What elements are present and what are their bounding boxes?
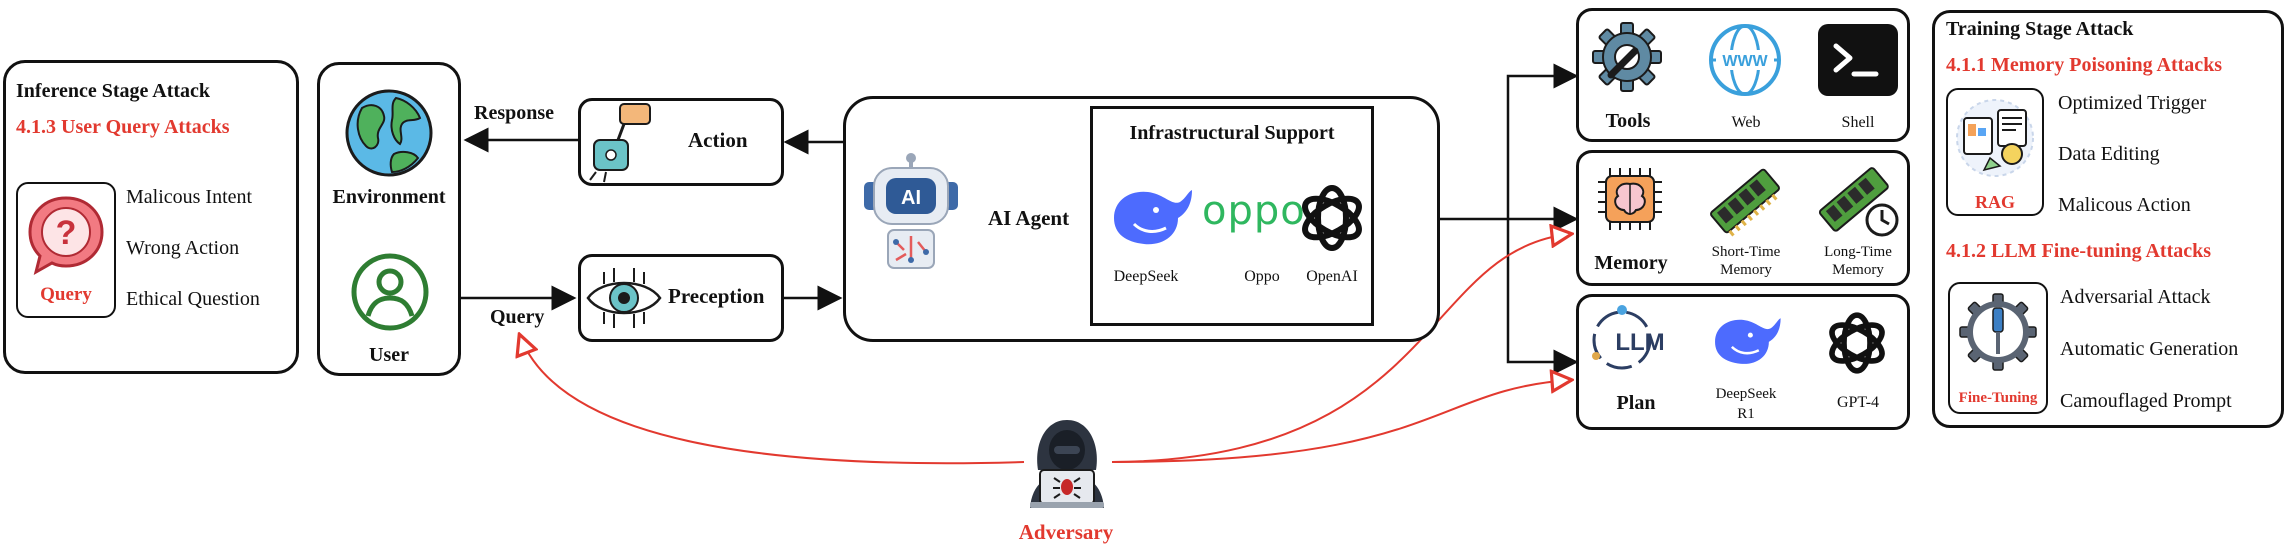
ai-agent-label: AI Agent (988, 206, 1070, 230)
terminal-icon (1818, 24, 1898, 96)
training-title: Training Stage Attack (1946, 18, 2134, 40)
question-bubble-icon: ? (28, 196, 104, 276)
plan-deepseek-label-line1: DeepSeek (1715, 386, 1777, 402)
environment-label: Environment (332, 186, 446, 208)
action-box (578, 98, 784, 186)
earth-icon (345, 89, 433, 177)
gpt4-logo-icon (1829, 312, 1885, 374)
plan-gpt4-label: GPT-4 (1836, 394, 1880, 411)
adversary-label: Adversary (1018, 520, 1114, 544)
tools-label: Tools (1605, 110, 1651, 132)
hacker-icon (1030, 420, 1104, 508)
inference-item-1: Malicous Intent (126, 186, 253, 208)
svg-text:?: ? (56, 214, 77, 252)
robot-hand-icon (589, 103, 651, 183)
arrow-to-plan (1506, 219, 1579, 375)
brain-chip-icon (1598, 168, 1662, 230)
memory-long-label-line1: Long-Time (1824, 244, 1892, 260)
deepseek-whale-icon (1114, 190, 1192, 245)
infrastructure-title: Infrastructural Support (1129, 122, 1335, 144)
infra-logo-openai: OpenAI (1306, 268, 1358, 285)
attack-arc-to-query (520, 336, 1025, 465)
response-label: Response (474, 102, 555, 124)
www-text: WWW (1722, 53, 1768, 70)
gear-screwdriver-icon (1959, 293, 2037, 371)
rag-docs-icon (1956, 99, 2034, 177)
memory-label: Memory (1594, 252, 1668, 274)
infra-logo-deepseek: DeepSeek (1113, 268, 1179, 285)
tools-web-label: Web (1731, 114, 1761, 131)
openai-logo-icon (1302, 185, 1362, 251)
training-sec2-item-1: Adversarial Attack (2060, 286, 2211, 308)
rag-label: RAG (1975, 192, 2015, 212)
plan-label: Plan (1616, 392, 1656, 414)
training-sec1-title: 4.1.1 Memory Poisoning Attacks (1946, 54, 2223, 76)
ram-clock-icon (1818, 167, 1899, 237)
training-sec1-item-1: Optimized Trigger (2058, 92, 2207, 114)
inference-item-2: Wrong Action (126, 237, 240, 259)
ai-robot-icon: AI (864, 153, 958, 269)
fine-tuning-label: Fine-Tuning (1958, 390, 2038, 406)
user-label: User (369, 344, 409, 366)
user-icon (351, 253, 429, 331)
oppo-wordmark: oppo (1202, 188, 1306, 234)
plan-deepseek-label-line2: R1 (1737, 406, 1755, 422)
training-sec2-title: 4.1.2 LLM Fine-tuning Attacks (1946, 240, 2212, 262)
attack-arc-to-plan (1111, 380, 1570, 463)
llm-logo-icon: LLM (1592, 305, 1665, 370)
training-sec1-item-3: Malicous Action (2058, 194, 2191, 216)
environment-user-panel (317, 62, 461, 376)
inference-item-3: Ethical Question (126, 288, 260, 310)
training-sec2-item-2: Automatic Generation (2060, 338, 2239, 360)
query-label: Query (490, 306, 545, 328)
arrow-to-tools (1506, 63, 1579, 219)
attack-arc-to-memory (1111, 234, 1570, 463)
inference-subtitle: 4.1.3 User Query Attacks (16, 116, 230, 138)
action-label: Action (688, 128, 748, 152)
memory-short-label-line1: Short-Time (1711, 244, 1781, 260)
ram-stick-icon (1710, 168, 1780, 237)
training-sec2-item-3: Camouflaged Prompt (2060, 390, 2232, 412)
memory-long-label-line2: Memory (1832, 262, 1884, 278)
training-sec1-item-2: Data Editing (2058, 143, 2160, 165)
web-globe-icon: WWW (1709, 24, 1781, 96)
memory-short-label-line2: Memory (1720, 262, 1772, 278)
gear-wrench-icon (1592, 22, 1662, 92)
infrastructure-panel (1090, 106, 1374, 326)
inference-title: Inference Stage Attack (16, 80, 211, 102)
deepseek-r1-icon (1715, 318, 1781, 364)
tools-shell-label: Shell (1841, 114, 1875, 131)
eye-chip-icon (586, 268, 662, 328)
perception-label: Preception (668, 284, 765, 308)
ai-badge-text: AI (901, 187, 921, 209)
llm-text: LLM (1615, 329, 1664, 356)
infra-logo-oppo: Oppo (1244, 268, 1280, 285)
query-card-label: Query (40, 284, 92, 305)
